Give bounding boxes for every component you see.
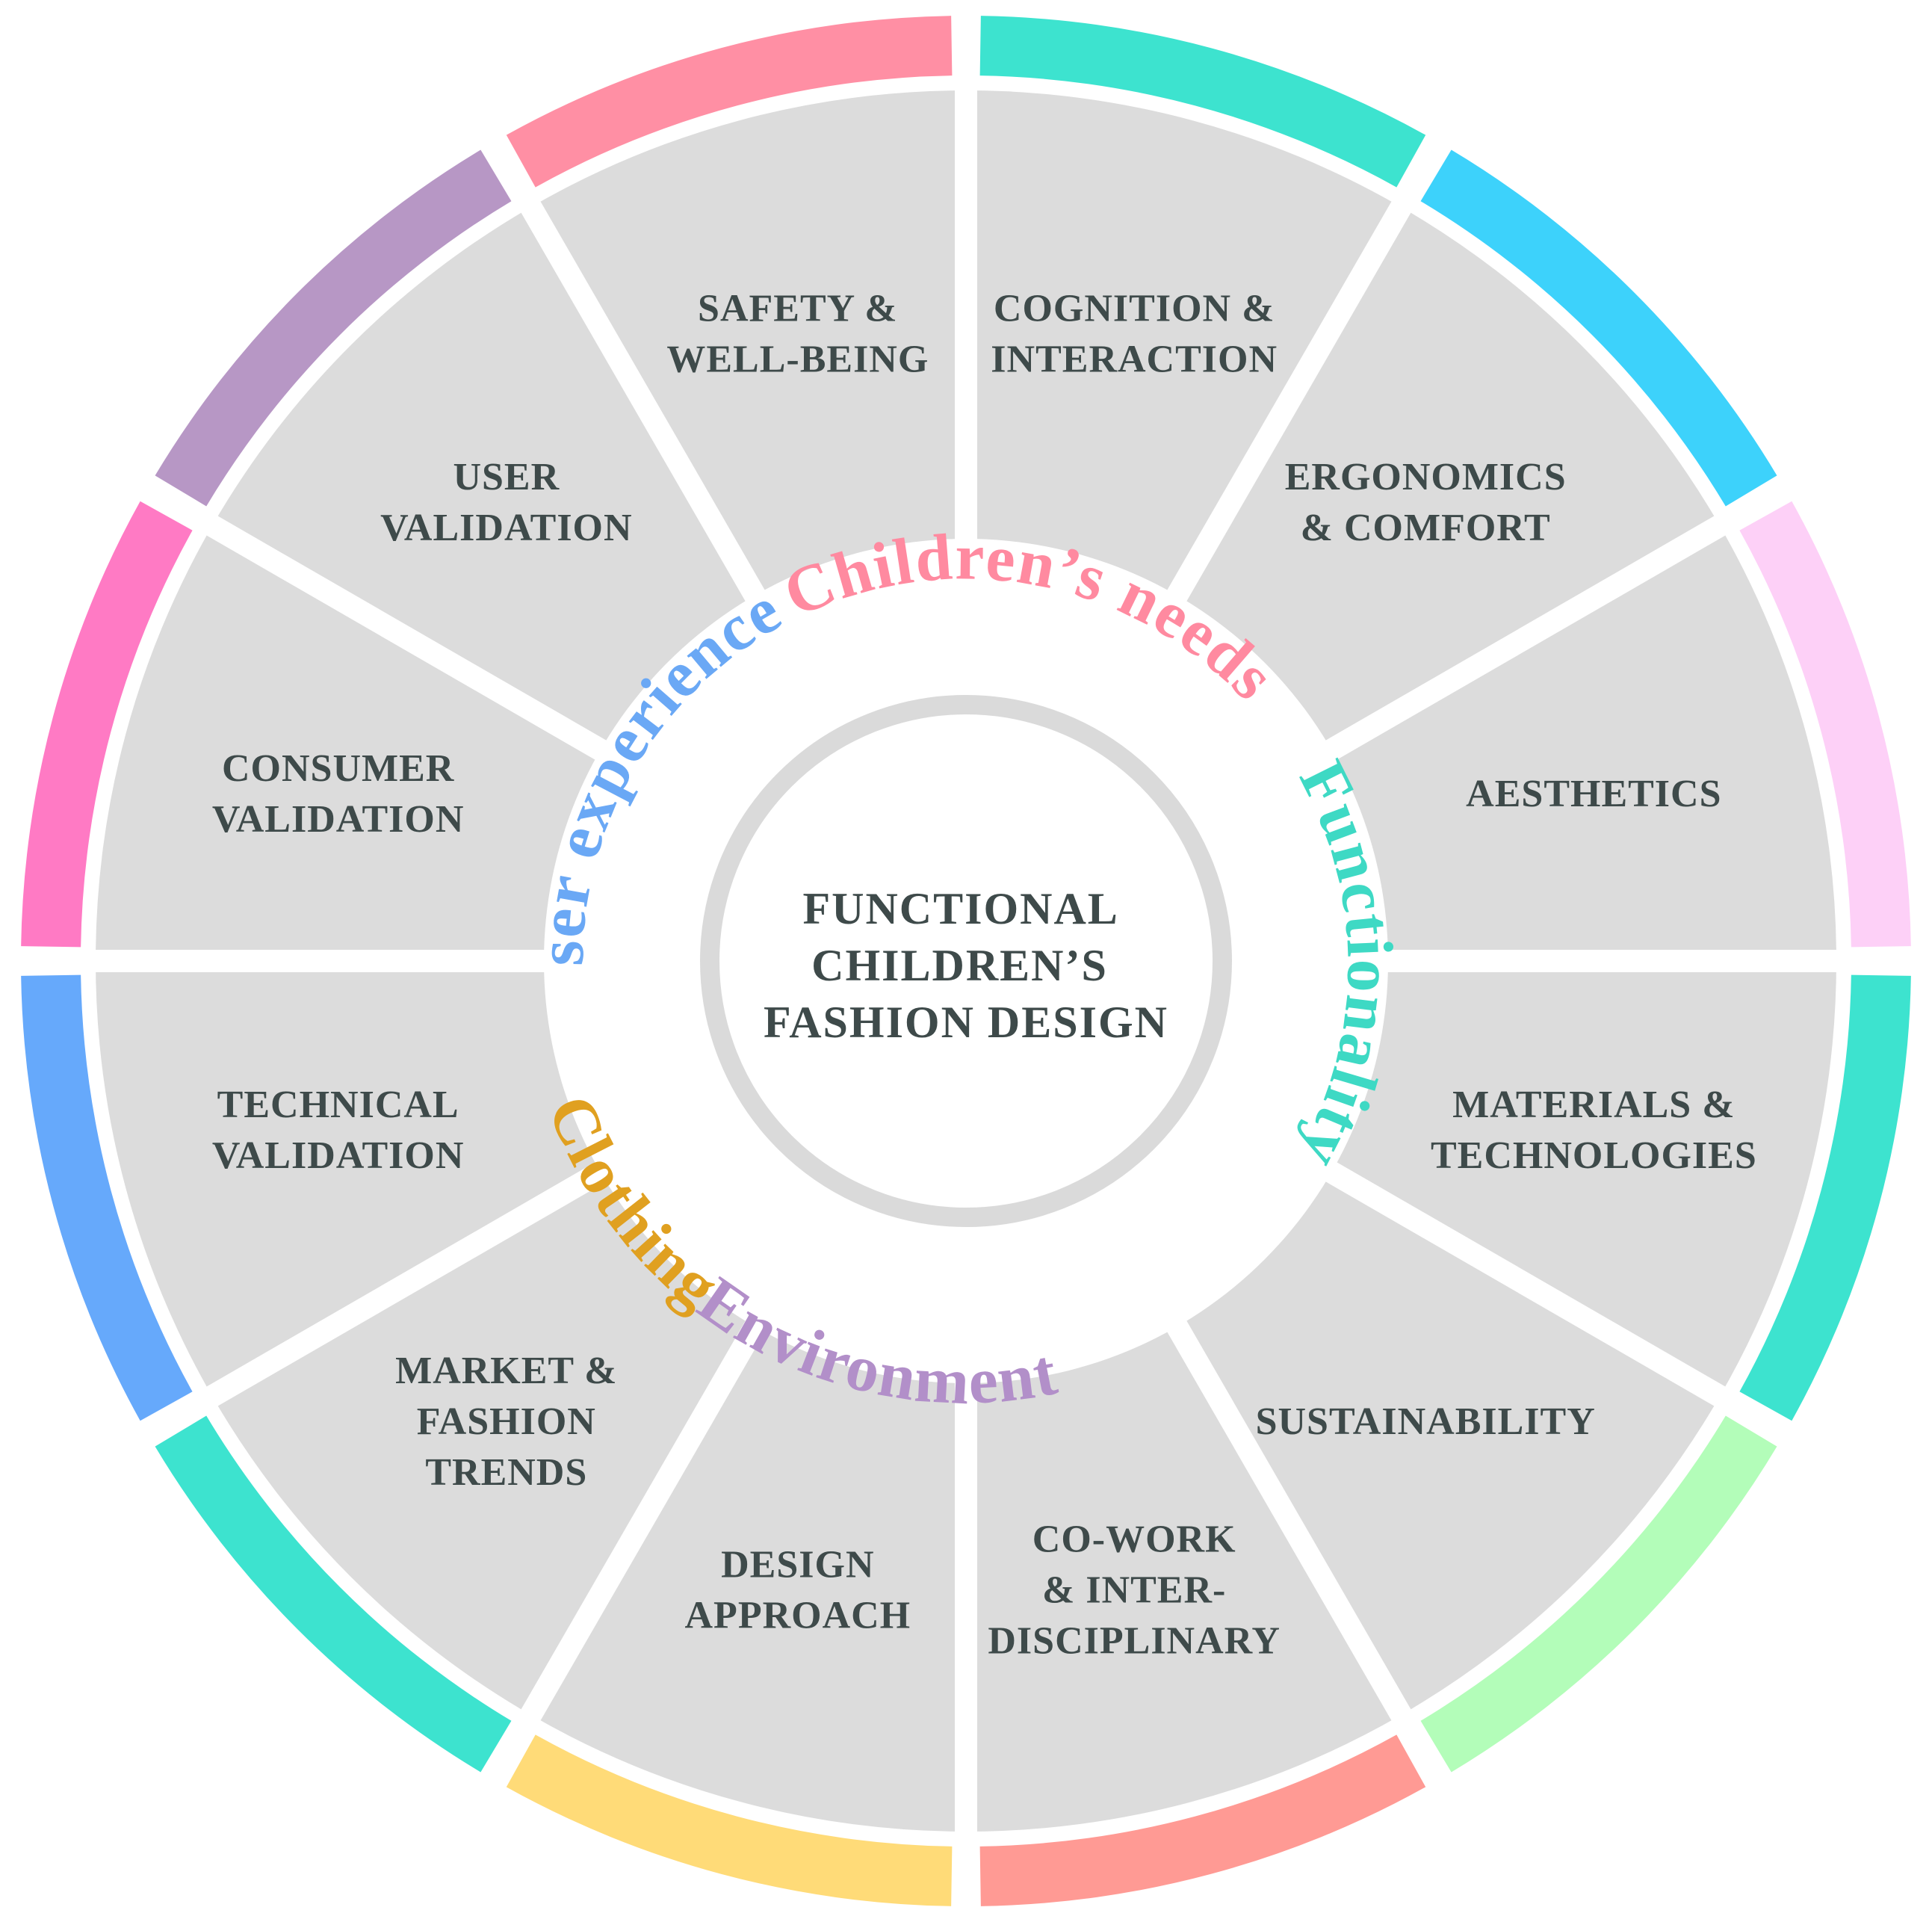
segment-label-2: AESTHETICS: [1466, 773, 1721, 815]
segment-label-8: TECHNICAL VALIDATION: [212, 1084, 465, 1177]
outer-arc-1: [1420, 149, 1777, 507]
segment-label-10-line-0: USER: [453, 456, 560, 498]
segment-label-7: MARKET & FASHION TRENDS: [395, 1350, 617, 1494]
segment-label-9-line-0: CONSUMER: [222, 747, 455, 790]
center-title: FUNCTIONAL CHILDREN’S FASHION DESIGN: [764, 884, 1168, 1047]
segment-label-4-line-0: SUSTAINABILITY: [1256, 1400, 1596, 1443]
segment-label-1: ERGONOMICS & COMFORT: [1285, 456, 1567, 549]
segment-label-6-line-0: DESIGN: [721, 1543, 874, 1586]
segment-label-11-line-1: WELL-BEING: [666, 339, 929, 381]
segment-label-1-line-0: ERGONOMICS: [1285, 456, 1567, 498]
center-outline-ring: [700, 695, 1232, 1227]
segment-label-5: CO-WORK & INTER- DISCIPLINARY: [988, 1518, 1281, 1662]
segment-label-7-line-1: FASHION: [417, 1400, 596, 1443]
segment-label-7-line-2: TRENDS: [425, 1451, 587, 1494]
center-title-line-3: FASHION DESIGN: [764, 998, 1168, 1047]
segment-label-2-line-0: AESTHETICS: [1466, 773, 1721, 815]
segment-label-10: USER VALIDATION: [380, 456, 633, 549]
segment-label-11: SAFETY & WELL-BEING: [666, 288, 929, 381]
outer-arc-8: [21, 974, 193, 1421]
segment-label-8-line-0: TECHNICAL: [217, 1084, 459, 1126]
segment-label-10-line-1: VALIDATION: [380, 507, 633, 549]
segment-labels: COGNITION & INTERACTION ERGONOMICS & COMFOR…: [212, 288, 1757, 1663]
center-title-line-1: FUNCTIONAL: [802, 884, 1116, 933]
segment-label-3-line-0: MATERIALS &: [1452, 1084, 1735, 1126]
segment-label-1-line-1: & COMFORT: [1301, 507, 1551, 549]
segment-label-11-line-0: SAFETY &: [698, 288, 898, 330]
segment-label-0-line-1: INTERACTION: [991, 339, 1278, 381]
outer-arc-5: [979, 1734, 1426, 1906]
outer-arc-2: [1739, 501, 1911, 948]
segment-label-9: CONSUMER VALIDATION: [212, 747, 465, 841]
segment-label-8-line-1: VALIDATION: [212, 1134, 465, 1177]
center-title-line-2: CHILDREN’S: [811, 941, 1108, 990]
segment-label-0-line-0: COGNITION &: [994, 288, 1275, 330]
segment-label-5-line-0: CO-WORK: [1032, 1518, 1236, 1560]
segment-label-0: COGNITION & INTERACTION: [991, 288, 1278, 381]
outer-arc-11: [506, 16, 953, 188]
segment-label-5-line-2: DISCIPLINARY: [988, 1619, 1281, 1662]
segment-label-4: SUSTAINABILITY: [1256, 1400, 1596, 1443]
segment-label-9-line-1: VALIDATION: [212, 798, 465, 841]
outer-arc-3: [1739, 974, 1911, 1421]
segment-label-7-line-0: MARKET &: [395, 1350, 617, 1392]
segment-label-3-line-1: TECHNOLOGIES: [1431, 1134, 1757, 1177]
outer-arc-7: [155, 1415, 512, 1773]
segment-label-3: MATERIALS & TECHNOLOGIES: [1431, 1084, 1757, 1177]
outer-arc-6: [506, 1734, 953, 1906]
segment-label-6: DESIGN APPROACH: [685, 1543, 911, 1637]
outer-arc-0: [979, 16, 1426, 188]
outer-arc-10: [155, 149, 512, 507]
segment-label-6-line-1: APPROACH: [685, 1594, 911, 1637]
outer-arc-9: [21, 501, 193, 948]
outer-arc-4: [1420, 1415, 1777, 1773]
outer-color-ring: [21, 16, 1911, 1906]
segment-label-5-line-1: & INTER-: [1042, 1569, 1226, 1611]
